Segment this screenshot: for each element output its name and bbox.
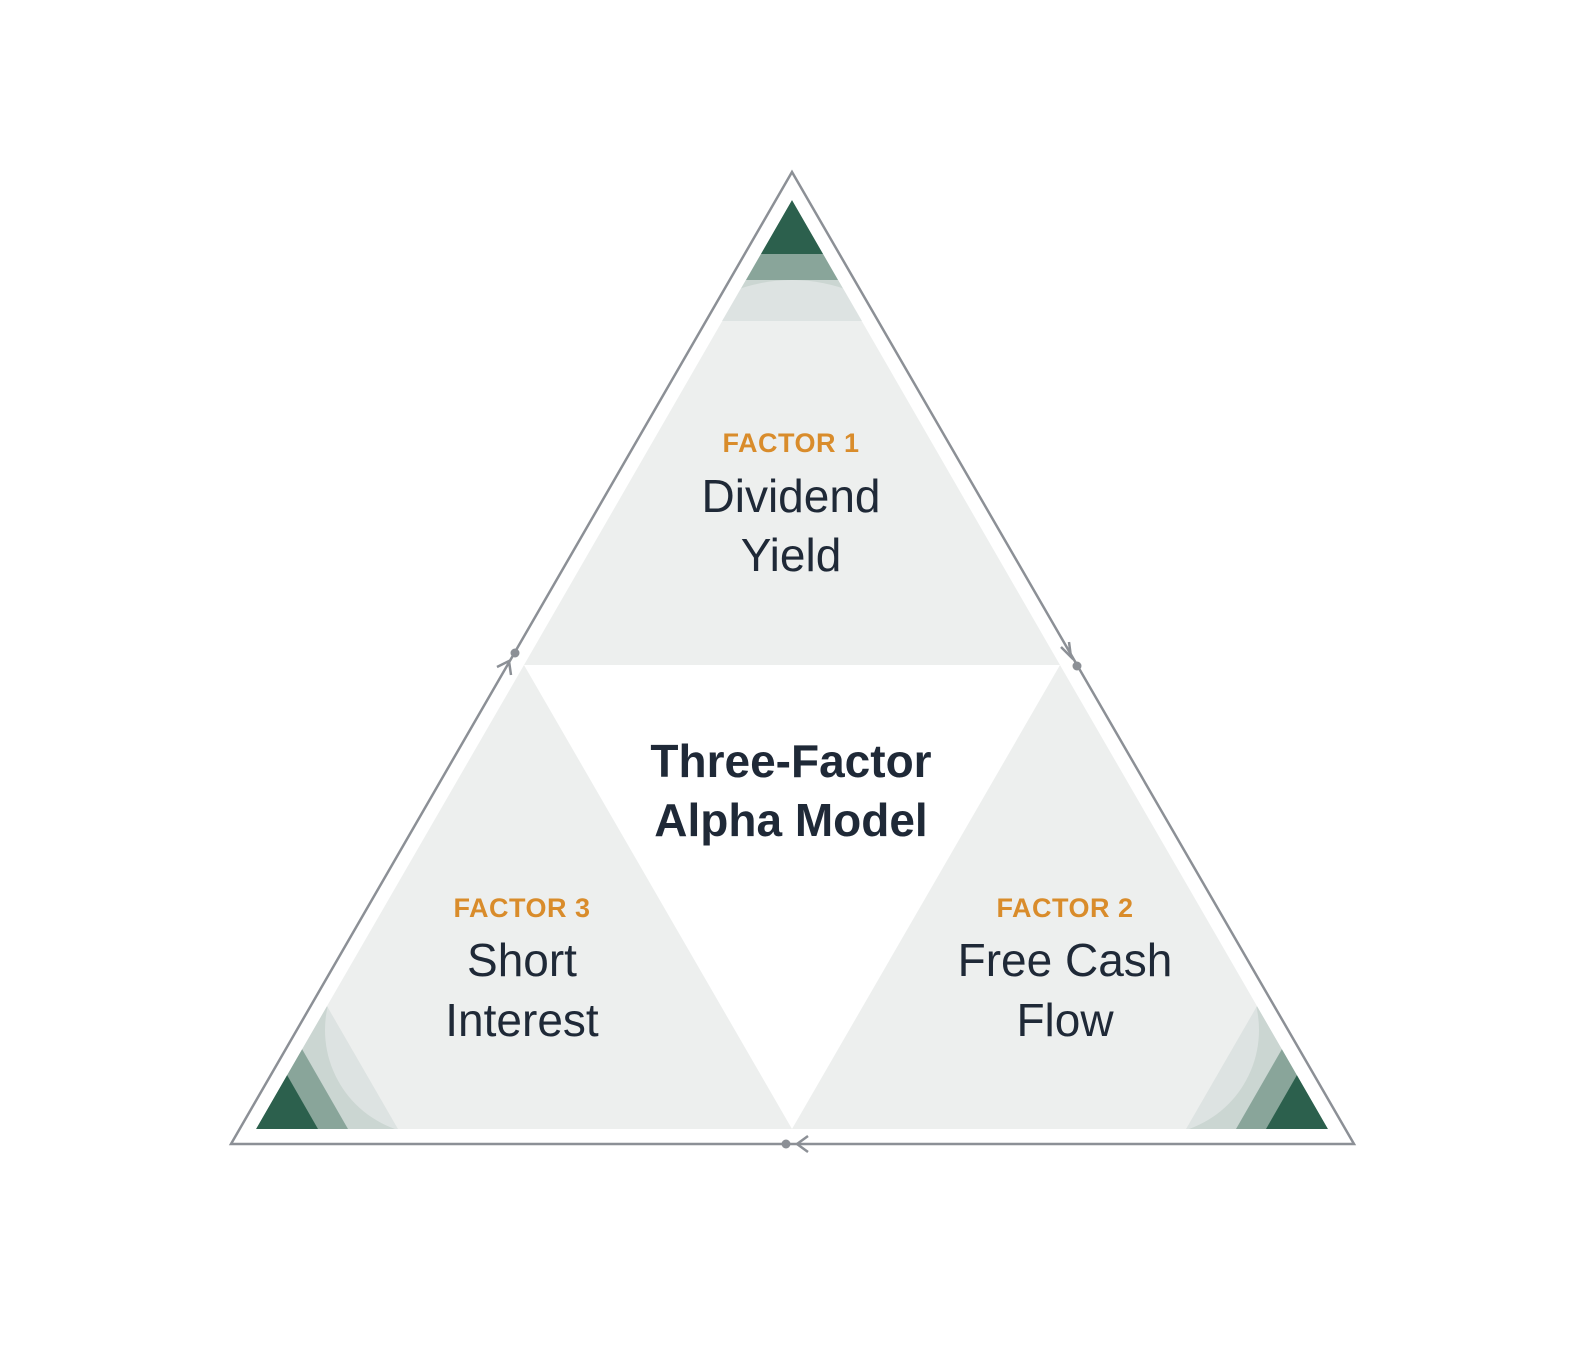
corner-accent-top xyxy=(722,200,862,321)
outer-triangle-outline xyxy=(228,169,1357,1146)
factor-1-name-line2: Yield xyxy=(741,529,842,581)
factor-3-name-line1: Short xyxy=(467,934,577,986)
factor-2-name-line2: Flow xyxy=(1016,994,1114,1046)
factor-3-name-line2: Interest xyxy=(445,994,599,1046)
center-title-line2: Alpha Model xyxy=(654,794,927,846)
factor-3-panel xyxy=(256,665,792,1129)
center-title-line1: Three-Factor xyxy=(650,735,931,787)
factor-1-name-line1: Dividend xyxy=(702,470,881,522)
cycle-marker-bottom-edge xyxy=(781,1134,809,1154)
factor-2-panel xyxy=(792,665,1328,1129)
factor-2-label: FACTOR 2 xyxy=(996,893,1133,923)
cycle-marker-left-edge xyxy=(496,648,520,676)
factor-1-label: FACTOR 1 xyxy=(722,428,859,458)
factor-3-label: FACTOR 3 xyxy=(453,893,590,923)
factor-2-name-line1: Free Cash xyxy=(958,934,1173,986)
factor-1-panel xyxy=(524,200,1060,665)
cycle-marker-right-edge xyxy=(1060,641,1082,671)
